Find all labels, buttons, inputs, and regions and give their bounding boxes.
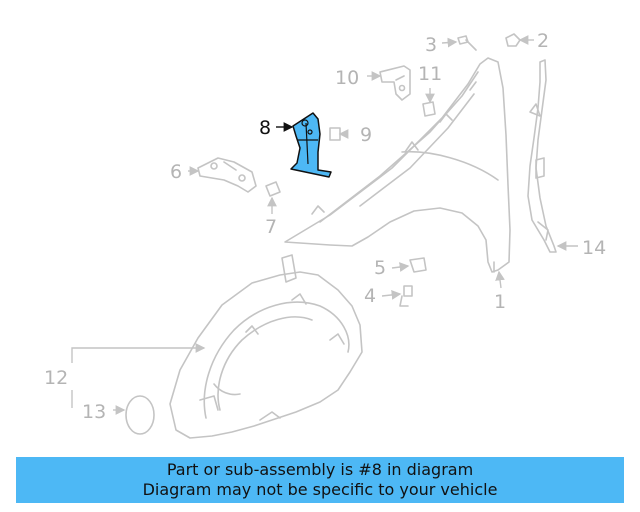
- callout-7: 7: [265, 216, 277, 238]
- bolt-part-2[interactable]: [505, 33, 521, 47]
- cap-part-13[interactable]: [125, 395, 155, 435]
- callout-5: 5: [374, 257, 386, 279]
- info-banner: Part or sub-assembly is #8 in diagram Di…: [16, 457, 624, 503]
- support-part-8[interactable]: [290, 112, 332, 178]
- leader-lines: [71, 35, 578, 415]
- clip-part-7[interactable]: [265, 181, 281, 197]
- clip-part-4[interactable]: [399, 285, 413, 307]
- callout-10: 10: [335, 67, 359, 89]
- callout-2: 2: [537, 30, 549, 52]
- callout-11: 11: [418, 63, 442, 85]
- fender-part-1[interactable]: [284, 57, 511, 273]
- callout-3: 3: [425, 34, 437, 56]
- callout-9: 9: [360, 124, 372, 146]
- wheel-liner-part-12[interactable]: [169, 254, 363, 439]
- callout-12: 12: [44, 367, 68, 389]
- callout-13: 13: [82, 401, 106, 423]
- callout-14: 14: [582, 237, 606, 259]
- parts-diagram: 1 2 3 4 5 6 7 8 9 10 11 12 13 14: [44, 30, 606, 439]
- callout-6: 6: [170, 161, 182, 183]
- seal-part-14[interactable]: [527, 59, 557, 253]
- callout-1: 1: [494, 291, 506, 313]
- callout-8: 8: [259, 117, 271, 139]
- clip-part-9[interactable]: [329, 127, 341, 141]
- clip-part-11[interactable]: [422, 101, 436, 117]
- callout-4: 4: [364, 285, 376, 307]
- banner-line-1: Part or sub-assembly is #8 in diagram: [166, 460, 474, 479]
- banner-line-2: Diagram may not be specific to your vehi…: [142, 480, 498, 499]
- bracket-part-10[interactable]: [379, 65, 411, 101]
- clip-part-5[interactable]: [409, 257, 427, 273]
- bracket-part-6[interactable]: [197, 157, 257, 193]
- bolt-part-3[interactable]: [457, 35, 477, 51]
